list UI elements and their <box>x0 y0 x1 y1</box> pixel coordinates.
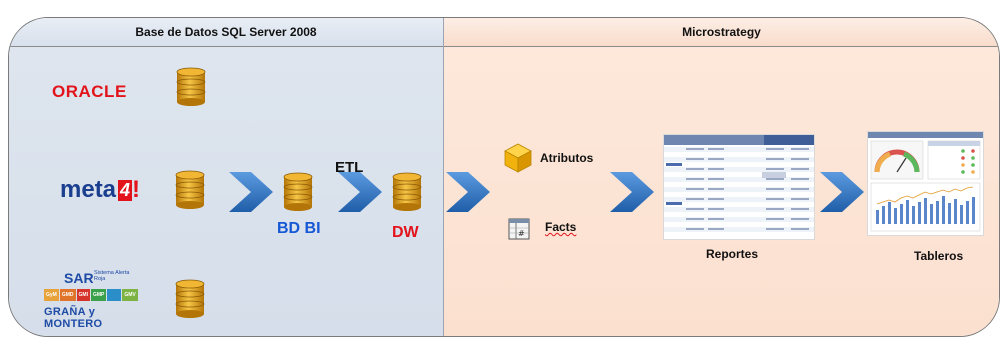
svg-text:#: # <box>518 229 525 238</box>
sar-tag: GMI <box>76 289 90 301</box>
database-cylinder-icon <box>176 67 206 106</box>
sar-tag: GMP <box>90 289 107 301</box>
sar-tag: GyM <box>44 289 59 301</box>
sql-server-header: Base de Datos SQL Server 2008 <box>9 18 443 47</box>
atributos-label: Atributos <box>540 151 594 165</box>
tableros-label: Tableros <box>914 249 964 263</box>
report-thumbnail <box>663 134 815 240</box>
sar-tag <box>107 289 122 301</box>
chevron-right-icon <box>820 172 864 212</box>
microstrategy-header: Microstrategy <box>444 18 999 47</box>
sar-tag: GMD <box>59 289 76 301</box>
bd-bi-label: BD BI <box>277 220 321 237</box>
reportes-label: Reportes <box>706 247 759 261</box>
sar-grana-montero-logo: SAR Sistema Alerta Roja GyM GMD GMI GMP … <box>44 270 156 330</box>
dw-label: DW <box>392 224 419 241</box>
facts-label: Facts <box>545 220 577 234</box>
architecture-diagram: Base de Datos SQL Server 2008 Microstrat… <box>8 17 1000 337</box>
sar-tags: GyM GMD GMI GMP GMV <box>44 289 138 301</box>
meta4-logo-text: meta <box>60 176 117 203</box>
meta4-logo-badge: 4 <box>118 180 133 201</box>
sql-server-panel <box>9 18 443 336</box>
dashboard-thumbnail <box>867 131 984 236</box>
database-cylinder-icon <box>175 279 205 318</box>
sar-title: SAR <box>64 270 94 286</box>
sar-tag: GMV <box>122 289 138 301</box>
chevron-right-icon <box>229 172 273 212</box>
chevron-right-icon <box>610 172 654 212</box>
database-cylinder-icon <box>392 172 422 211</box>
grana-montero-text: GRAÑA y MONTERO <box>44 306 103 330</box>
panel-divider <box>443 18 444 336</box>
chevron-right-icon <box>446 172 490 212</box>
oracle-logo: ORACLE <box>52 82 127 101</box>
etl-label: ETL <box>335 159 364 176</box>
sar-subtitle: Sistema Alerta Roja <box>94 270 130 282</box>
facts-table-icon: # <box>508 218 530 240</box>
database-cylinder-icon <box>175 170 205 209</box>
cube-icon <box>504 143 532 173</box>
meta4-logo-bang: ! <box>132 176 141 203</box>
chevron-right-icon <box>338 172 382 212</box>
database-cylinder-icon <box>283 172 313 211</box>
